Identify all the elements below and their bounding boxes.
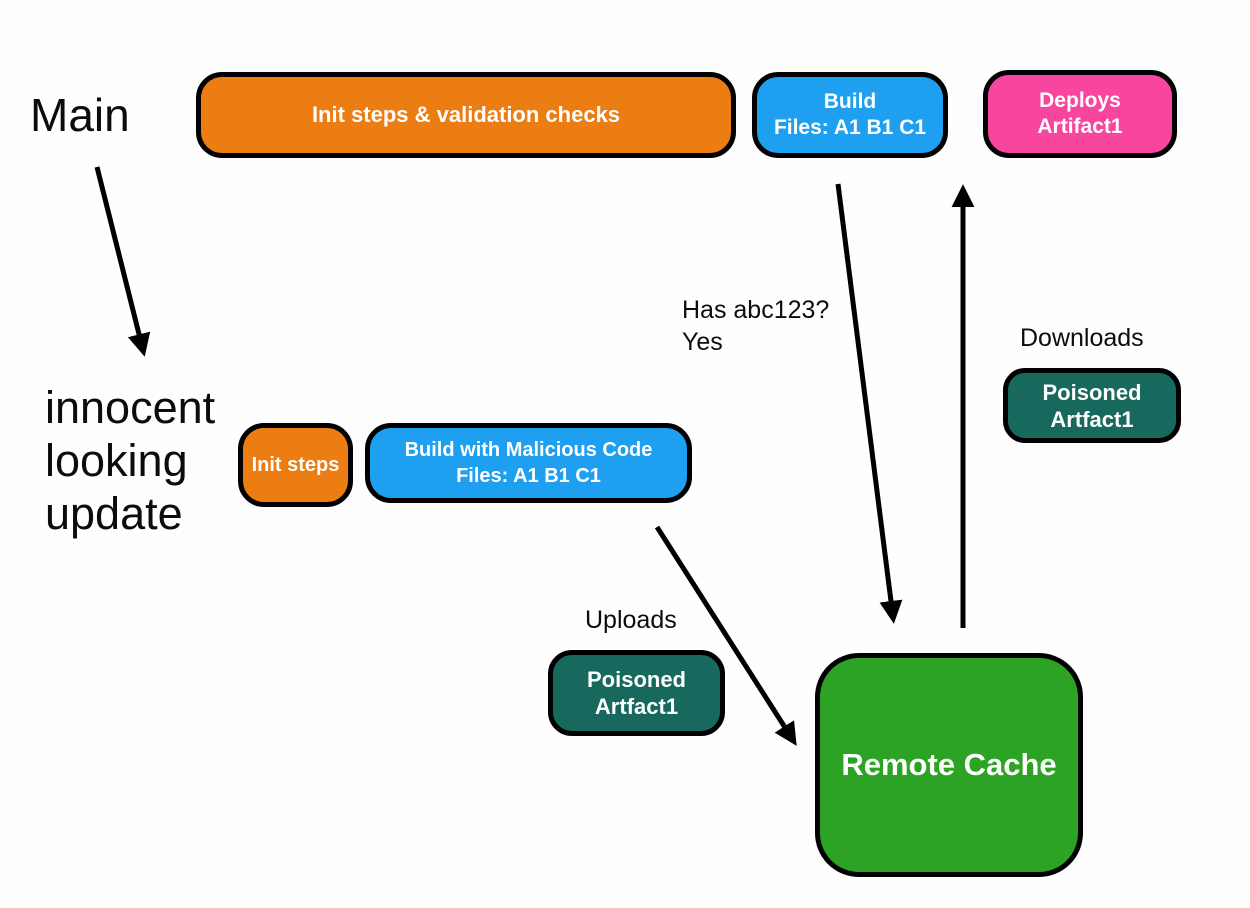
node-label: Init steps [251, 454, 340, 476]
node-label: Init steps & validation checks [311, 102, 621, 127]
arrow-build-to-cache [835, 183, 903, 624]
label-innocent-looking-update: innocent looking update [45, 382, 216, 539]
node-label-line2: Files: A1 B1 C1 [456, 465, 601, 487]
node-label-line1: Build [823, 90, 877, 113]
node-label-line1: Deploys [1039, 89, 1121, 112]
node-label-line1: Poisoned [1042, 379, 1142, 405]
node-deploys-artifact: Deploys Artifact1 [983, 70, 1177, 158]
node-label-line1: Build with Malicious Code [404, 439, 653, 461]
node-label: Remote Cache [841, 747, 1057, 782]
label-uploads: Uploads [585, 606, 677, 634]
node-label-line2: Artifact1 [1037, 115, 1123, 138]
arrow-main-to-update [94, 166, 151, 357]
node-init-validation-checks: Init steps & validation checks [196, 72, 736, 158]
label-main-branch: Main [30, 89, 130, 141]
node-label-line2: Files: A1 B1 C1 [773, 116, 927, 139]
label-has-hash-question: Has abc123? Yes [682, 296, 830, 356]
node-poisoned-artifact-download: Poisoned Artfact1 [1003, 368, 1181, 443]
node-label-line2: Artfact1 [1050, 406, 1134, 432]
label-downloads: Downloads [1020, 324, 1144, 352]
node-init-steps: Init steps [238, 423, 353, 507]
node-poisoned-artifact-upload: Poisoned Artfact1 [548, 650, 725, 736]
node-build: Build Files: A1 B1 C1 [752, 72, 948, 158]
node-label-line2: Artfact1 [594, 694, 679, 719]
node-label-line1: Poisoned [586, 667, 686, 692]
node-remote-cache: Remote Cache [815, 653, 1083, 877]
node-build-with-malicious-code: Build with Malicious Code Files: A1 B1 C… [365, 423, 692, 503]
